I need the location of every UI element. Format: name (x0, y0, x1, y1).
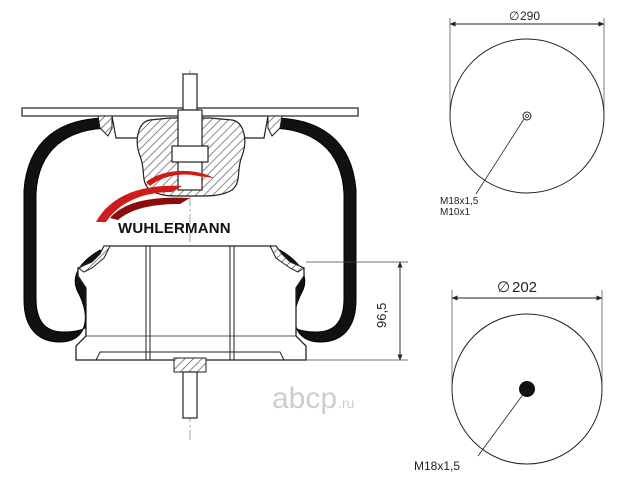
side-view: 96,5 (21, 70, 408, 440)
piston-base (95, 351, 285, 361)
top-thread-label-2: M10x1 (440, 207, 470, 218)
logo-swoosh-1 (96, 185, 182, 222)
watermark-suffix: .ru (338, 395, 354, 411)
piston-boss (173, 357, 207, 373)
top-crimp-right (267, 115, 283, 137)
bottom-diameter-symbol: ∅ (497, 279, 510, 296)
bottom-thread-leader (477, 388, 528, 457)
bottom-view: ∅ 202 M18x1,5 (414, 279, 603, 473)
piston-lip-right (269, 245, 306, 273)
top-crimp-left (97, 115, 113, 137)
brand-name: WUHLERMANN (118, 220, 231, 237)
piston (75, 245, 307, 361)
logo-swoosh-3 (146, 170, 214, 186)
watermark-text: abcp (272, 382, 337, 415)
logo-swoosh-2 (110, 197, 190, 220)
brand-logo: WUHLERMANN (96, 170, 231, 237)
top-diameter-symbol: ∅ (509, 9, 519, 23)
bottom-thread-label: M18x1,5 (414, 459, 460, 473)
top-thread-hole (522, 111, 532, 121)
top-thread-leader (475, 118, 525, 195)
watermark: abcp .ru (272, 382, 354, 415)
bottom-diameter-label: 202 (512, 279, 537, 296)
piston-lip-left (76, 245, 111, 273)
top-view-circle (449, 38, 605, 194)
bottom-stud (182, 371, 198, 419)
height-label: 96,5 (374, 303, 389, 328)
top-thread-label-1: M18x1,5 (440, 196, 479, 207)
top-view: ∅ 290 M18x1,5 M10x1 (440, 9, 605, 218)
stud-nut (171, 145, 209, 163)
top-diameter-label: 290 (520, 9, 540, 23)
top-stud (182, 73, 198, 111)
